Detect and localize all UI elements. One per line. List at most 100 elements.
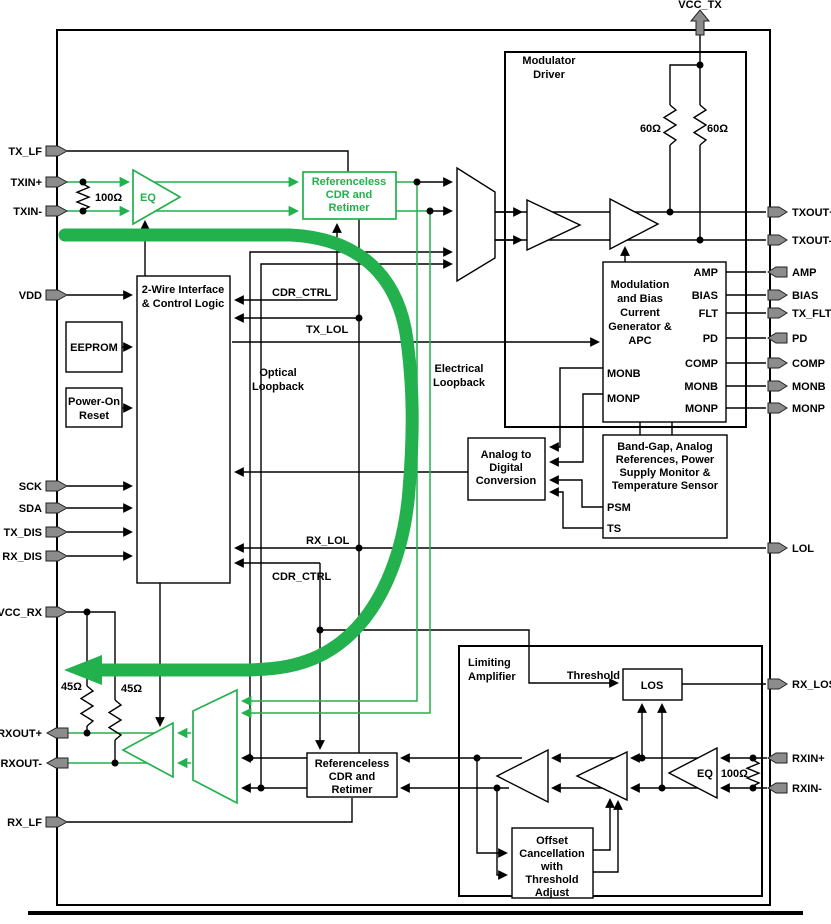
block-cdr-rx <box>306 752 398 798</box>
adc-label: Analog to <box>481 449 532 461</box>
svg-text:CDR and: CDR and <box>326 189 372 201</box>
pins: VCC_TX TX_LF TXIN+ TXIN- VDD SCK SDA TX_… <box>0 0 831 829</box>
svg-text:& Control Logic: & Control Logic <box>142 298 225 310</box>
port-comp: COMP <box>685 358 718 370</box>
block-bandgap <box>602 434 728 539</box>
block-offset-cancellation <box>511 827 594 899</box>
pin-tx-lf <box>45 145 69 157</box>
svg-text:TXIN-: TXIN- <box>13 206 42 218</box>
eeprom-label: EEPROM <box>70 342 118 354</box>
tx-driver-amp <box>609 197 660 251</box>
pin-comp <box>767 357 788 369</box>
svg-text:BIAS: BIAS <box>792 290 818 302</box>
pin-vdd <box>45 289 69 301</box>
psm-label: PSM <box>607 502 631 514</box>
svg-text:Generator &: Generator & <box>608 321 672 333</box>
pin-vcc-tx-label: VCC_TX <box>678 0 722 11</box>
svg-text:TX_DIS: TX_DIS <box>3 527 42 539</box>
svg-text:Amplifier: Amplifier <box>468 671 516 683</box>
ts-label: TS <box>607 523 621 535</box>
svg-text:References, Power: References, Power <box>616 454 715 466</box>
pin-rxout-n <box>45 757 69 769</box>
svg-text:PD: PD <box>792 333 807 345</box>
port-monp: MONP <box>685 403 718 415</box>
svg-text:Driver: Driver <box>533 69 566 81</box>
resistor-60-right-label: 60Ω <box>707 123 728 135</box>
chip-outline <box>28 29 803 915</box>
pin-txin-n <box>45 205 69 217</box>
cdr-ctrl-rx-label: CDR_CTRL <box>272 571 332 583</box>
pin-rx-dis <box>45 550 69 562</box>
pin-tx-dis <box>45 526 69 538</box>
svg-text:RX_LF: RX_LF <box>7 817 42 829</box>
pin-txout-p <box>767 206 788 218</box>
pin-sda <box>45 502 69 514</box>
svg-text:VDD: VDD <box>19 290 42 302</box>
pin-rxin-p <box>767 752 788 764</box>
rx-amp-2 <box>575 750 628 802</box>
pin-monp <box>767 402 788 414</box>
pin-vcc-rx <box>45 606 69 618</box>
resistor-45-left-label: 45Ω <box>61 681 82 693</box>
svg-text:APC: APC <box>628 335 651 347</box>
block-cdr-tx <box>302 171 397 220</box>
port-monb-left: MONB <box>607 368 641 380</box>
cdr-rx-label: Referenceless <box>315 758 390 770</box>
svg-text:RXIN-: RXIN- <box>792 783 822 795</box>
svg-text:RX_LOS: RX_LOS <box>792 679 831 691</box>
svg-text:CDR and: CDR and <box>329 771 375 783</box>
svg-text:LOL: LOL <box>792 543 814 555</box>
blocks <box>65 171 728 899</box>
svg-text:Retimer: Retimer <box>329 202 371 214</box>
rx-output-mux <box>192 688 238 805</box>
optical-loopback-label: Optical <box>259 367 296 379</box>
pin-pd <box>767 332 788 344</box>
port-amp: AMP <box>694 267 718 279</box>
threshold-label: Threshold <box>567 670 620 682</box>
resistor-60-right <box>693 104 707 146</box>
pin-amp <box>767 266 788 278</box>
block-2wire-control <box>136 275 231 584</box>
pin-rxout-p <box>45 727 69 739</box>
pin-bias <box>767 289 788 301</box>
svg-text:RX_DIS: RX_DIS <box>2 551 42 563</box>
svg-text:Reset: Reset <box>79 410 109 422</box>
rx-lol-label: RX_LOL <box>306 535 350 547</box>
tx-lol-label: TX_LOL <box>306 324 348 336</box>
resistor-100-rx-label: 100Ω <box>721 768 748 780</box>
rx-amp-1 <box>495 748 549 804</box>
block-modulation-bias <box>602 261 727 423</box>
svg-text:TXOUT+: TXOUT+ <box>792 207 831 219</box>
svg-text:RXOUT-: RXOUT- <box>0 758 42 770</box>
svg-text:TX_FLT: TX_FLT <box>792 308 831 320</box>
svg-text:MONB: MONB <box>792 381 826 393</box>
port-flt: FLT <box>699 308 719 320</box>
port-pd: PD <box>703 333 718 345</box>
resistor-100-tx-label: 100Ω <box>95 192 122 204</box>
svg-text:Temperature Sensor: Temperature Sensor <box>612 480 719 492</box>
resistor-100-rx <box>746 759 760 787</box>
cdr-tx-label: Referenceless <box>312 176 387 188</box>
svg-text:TXOUT-: TXOUT- <box>792 235 831 247</box>
svg-text:MONP: MONP <box>792 403 825 415</box>
svg-text:Current: Current <box>620 307 660 319</box>
junction-dots <box>79 61 757 792</box>
svg-text:AMP: AMP <box>792 267 816 279</box>
offset-block-label: Offset <box>536 835 568 847</box>
svg-text:Adjust: Adjust <box>535 887 570 899</box>
port-bias: BIAS <box>692 290 718 302</box>
resistor-60-left <box>663 104 677 146</box>
svg-text:with: with <box>540 861 563 873</box>
loopback-highlight-arrow <box>58 228 419 685</box>
amplifiers-muxes <box>121 166 718 805</box>
pin-rx-los <box>767 678 788 690</box>
labels: Modulator Driver Referenceless CDR and R… <box>61 55 748 899</box>
svg-text:Retimer: Retimer <box>332 784 374 796</box>
limiting-amplifier-region <box>458 645 763 897</box>
svg-text:Loopback: Loopback <box>252 381 305 393</box>
svg-text:COMP: COMP <box>792 358 825 370</box>
por-label: Power-On <box>68 396 120 408</box>
svg-text:Digital: Digital <box>489 462 523 474</box>
resistor-100-tx <box>76 183 90 211</box>
